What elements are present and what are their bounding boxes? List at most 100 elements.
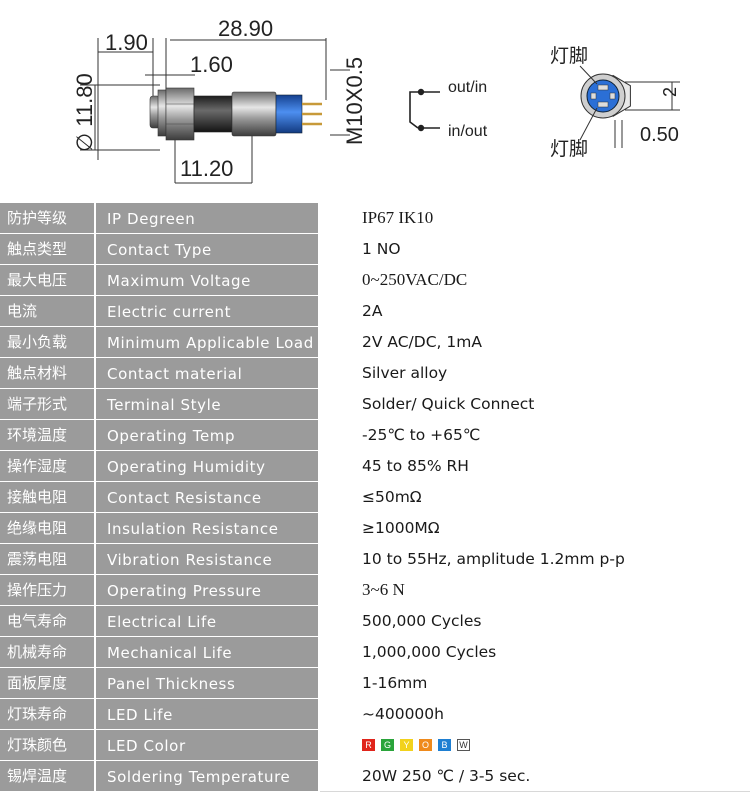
spec-label-en: Panel Thickness bbox=[96, 668, 318, 698]
spec-label-cn: 接触电阻 bbox=[0, 482, 94, 512]
spec-label-en: Operating Humidity bbox=[96, 451, 318, 481]
spec-label-en: Operating Temp bbox=[96, 420, 318, 450]
spec-label-en: Electrical Life bbox=[96, 606, 318, 636]
spec-value: 45 to 85% RH bbox=[320, 451, 750, 481]
spec-label-cn: 电气寿命 bbox=[0, 606, 94, 636]
dim-diameter: ∅ 11.80 bbox=[72, 73, 97, 152]
spec-value: 500,000 Cycles bbox=[320, 606, 750, 636]
spec-value: 1-16mm bbox=[320, 668, 750, 698]
spec-label-en: LED Color bbox=[96, 730, 318, 760]
spec-value: 10 to 55Hz, amplitude 1.2mm p-p bbox=[320, 544, 750, 574]
spec-label-en: Vibration Resistance bbox=[96, 544, 318, 574]
spec-label-cn: 灯珠颜色 bbox=[0, 730, 94, 760]
spec-label-en: Minimum Applicable Load bbox=[96, 327, 318, 357]
spec-label-cn: 触点材料 bbox=[0, 358, 94, 388]
in-out-label: in/out bbox=[448, 123, 488, 140]
spec-label-cn: 电流 bbox=[0, 296, 94, 326]
spec-label-cn: 面板厚度 bbox=[0, 668, 94, 698]
button-body bbox=[149, 87, 322, 141]
spec-label-en: IP Degreen bbox=[96, 203, 318, 233]
spec-value: ≤50mΩ bbox=[320, 482, 750, 512]
spec-label-en: Contact Type bbox=[96, 234, 318, 264]
spec-value: ≥1000MΩ bbox=[320, 513, 750, 543]
spec-label-cn: 操作湿度 bbox=[0, 451, 94, 481]
spec-label-cn: 最小负载 bbox=[0, 327, 94, 357]
led-color-chip: W bbox=[457, 739, 470, 751]
lamp-pin-top-label: 灯脚 bbox=[550, 45, 588, 67]
spec-value: 3~6 N bbox=[320, 575, 750, 605]
pin-gap: 0.50 bbox=[640, 124, 679, 146]
spec-label-cn: 环境温度 bbox=[0, 420, 94, 450]
spec-value: 1 NO bbox=[320, 234, 750, 264]
spec-value: 1,000,000 Cycles bbox=[320, 637, 750, 667]
spec-value: 20W 250 ℃ / 3-5 sec. bbox=[320, 761, 750, 791]
lamp-pin-bottom-label: 灯脚 bbox=[550, 138, 588, 160]
pin-dim: 2 bbox=[660, 87, 680, 97]
rear-view bbox=[579, 65, 680, 148]
spec-label-cn: 操作压力 bbox=[0, 575, 94, 605]
spec-label-cn: 震荡电阻 bbox=[0, 544, 94, 574]
spec-value: 0~250VAC/DC bbox=[320, 265, 750, 295]
spec-label-en: Terminal Style bbox=[96, 389, 318, 419]
dimension-lines bbox=[80, 38, 350, 184]
spec-label-cn: 锡焊温度 bbox=[0, 761, 94, 791]
spec-label-en: Electric current bbox=[96, 296, 318, 326]
dim-flange: 1.60 bbox=[190, 52, 233, 77]
spec-value: ~400000h bbox=[320, 699, 750, 729]
row-divider bbox=[320, 791, 750, 792]
out-in-label: out/in bbox=[448, 79, 487, 96]
dim-body: 11.20 bbox=[180, 156, 233, 181]
spec-label-en: LED Life bbox=[96, 699, 318, 729]
spec-label-cn: 机械寿命 bbox=[0, 637, 94, 667]
spec-label-en: Maximum Voltage bbox=[96, 265, 318, 295]
led-color-chip: R bbox=[362, 739, 375, 751]
spec-label-cn: 触点类型 bbox=[0, 234, 94, 264]
spec-label-en: Soldering Temperature bbox=[96, 761, 318, 791]
spec-value: Solder/ Quick Connect bbox=[320, 389, 750, 419]
dim-thread: M10X0.5 bbox=[342, 57, 367, 145]
spec-label-cn: 端子形式 bbox=[0, 389, 94, 419]
spec-value: IP67 IK10 bbox=[320, 203, 750, 233]
led-color-chip: B bbox=[438, 739, 451, 751]
switch-symbol bbox=[409, 88, 440, 132]
dim-head: 1.90 bbox=[105, 30, 148, 55]
spec-value: 2V AC/DC, 1mA bbox=[320, 327, 750, 357]
spec-label-en: Insulation Resistance bbox=[96, 513, 318, 543]
spec-label-en: Mechanical Life bbox=[96, 637, 318, 667]
led-color-chip: G bbox=[381, 739, 394, 751]
dim-length: 28.90 bbox=[218, 16, 273, 41]
led-color-chip: O bbox=[419, 739, 432, 751]
spec-label-en: Contact material bbox=[96, 358, 318, 388]
spec-label-cn: 防护等级 bbox=[0, 203, 94, 233]
spec-label-cn: 灯珠寿命 bbox=[0, 699, 94, 729]
led-color-chip: Y bbox=[400, 739, 413, 751]
spec-label-cn: 最大电压 bbox=[0, 265, 94, 295]
spec-label-en: Contact Resistance bbox=[96, 482, 318, 512]
spec-value: -25℃ to +65℃ bbox=[320, 420, 750, 450]
technical-drawing: 28.90 1.90 1.60 11.20 ∅ 11.80 M10X0.5 ou… bbox=[72, 16, 680, 184]
spec-label-en: Operating Pressure bbox=[96, 575, 318, 605]
spec-value: Silver alloy bbox=[320, 358, 750, 388]
spec-label-cn: 绝缘电阻 bbox=[0, 513, 94, 543]
